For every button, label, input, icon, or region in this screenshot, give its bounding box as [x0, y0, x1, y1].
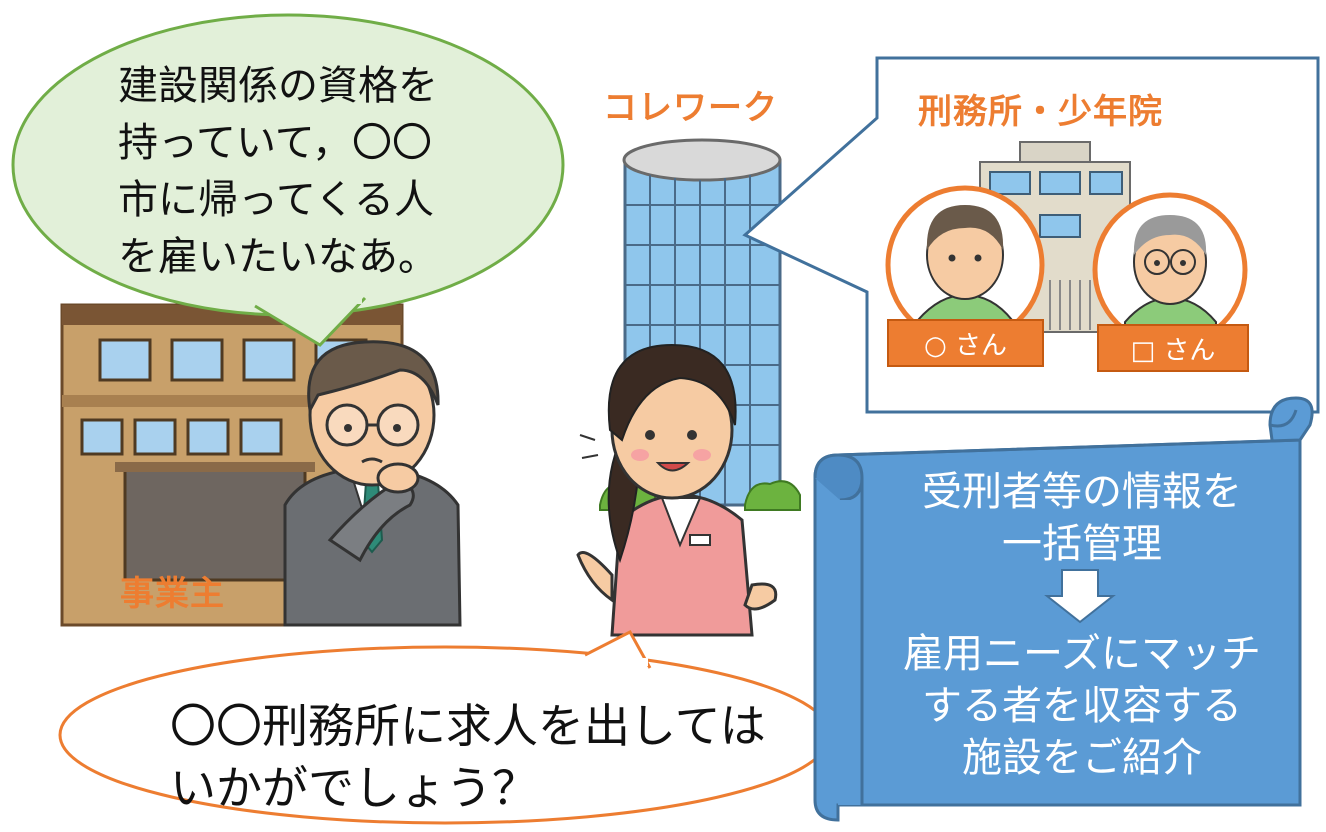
employer-label: 事業主: [120, 574, 225, 614]
facility-label: 刑務所・少年院: [918, 92, 1163, 132]
info-scroll: [813, 396, 1314, 822]
staff-speech-text: 〇〇刑務所に求人を出しては いかがでしょう？: [170, 699, 766, 815]
inmate-tag-2: □ さん: [1130, 336, 1216, 366]
inmate-tag-1-bg: [887, 319, 1044, 367]
scroll-text-top: 受刑者等の情報を 一括管理: [922, 469, 1242, 567]
corework-label: コレワーク: [603, 88, 778, 128]
down-arrow-icon: [1044, 569, 1116, 624]
employer-speech-text: 建設関係の資格を 持っていて，〇〇 市に帰ってくる人 を雇いたいなあ。: [118, 63, 438, 280]
scroll-text-bottom: 雇用ニーズにマッチ する者を収容する 施設をご紹介: [903, 631, 1261, 781]
staff-speech-bubble: [58, 630, 832, 825]
inmate-portrait-2: [1092, 192, 1248, 348]
corework-staff-woman: [576, 343, 778, 637]
inmate-portrait-1: [885, 185, 1045, 345]
employer-man: [283, 340, 462, 627]
inmate-tag-2-bg: [1097, 324, 1249, 372]
inmate-tag-1: ○ さん: [924, 331, 1007, 361]
employer-speech-bubble: [11, 13, 565, 347]
